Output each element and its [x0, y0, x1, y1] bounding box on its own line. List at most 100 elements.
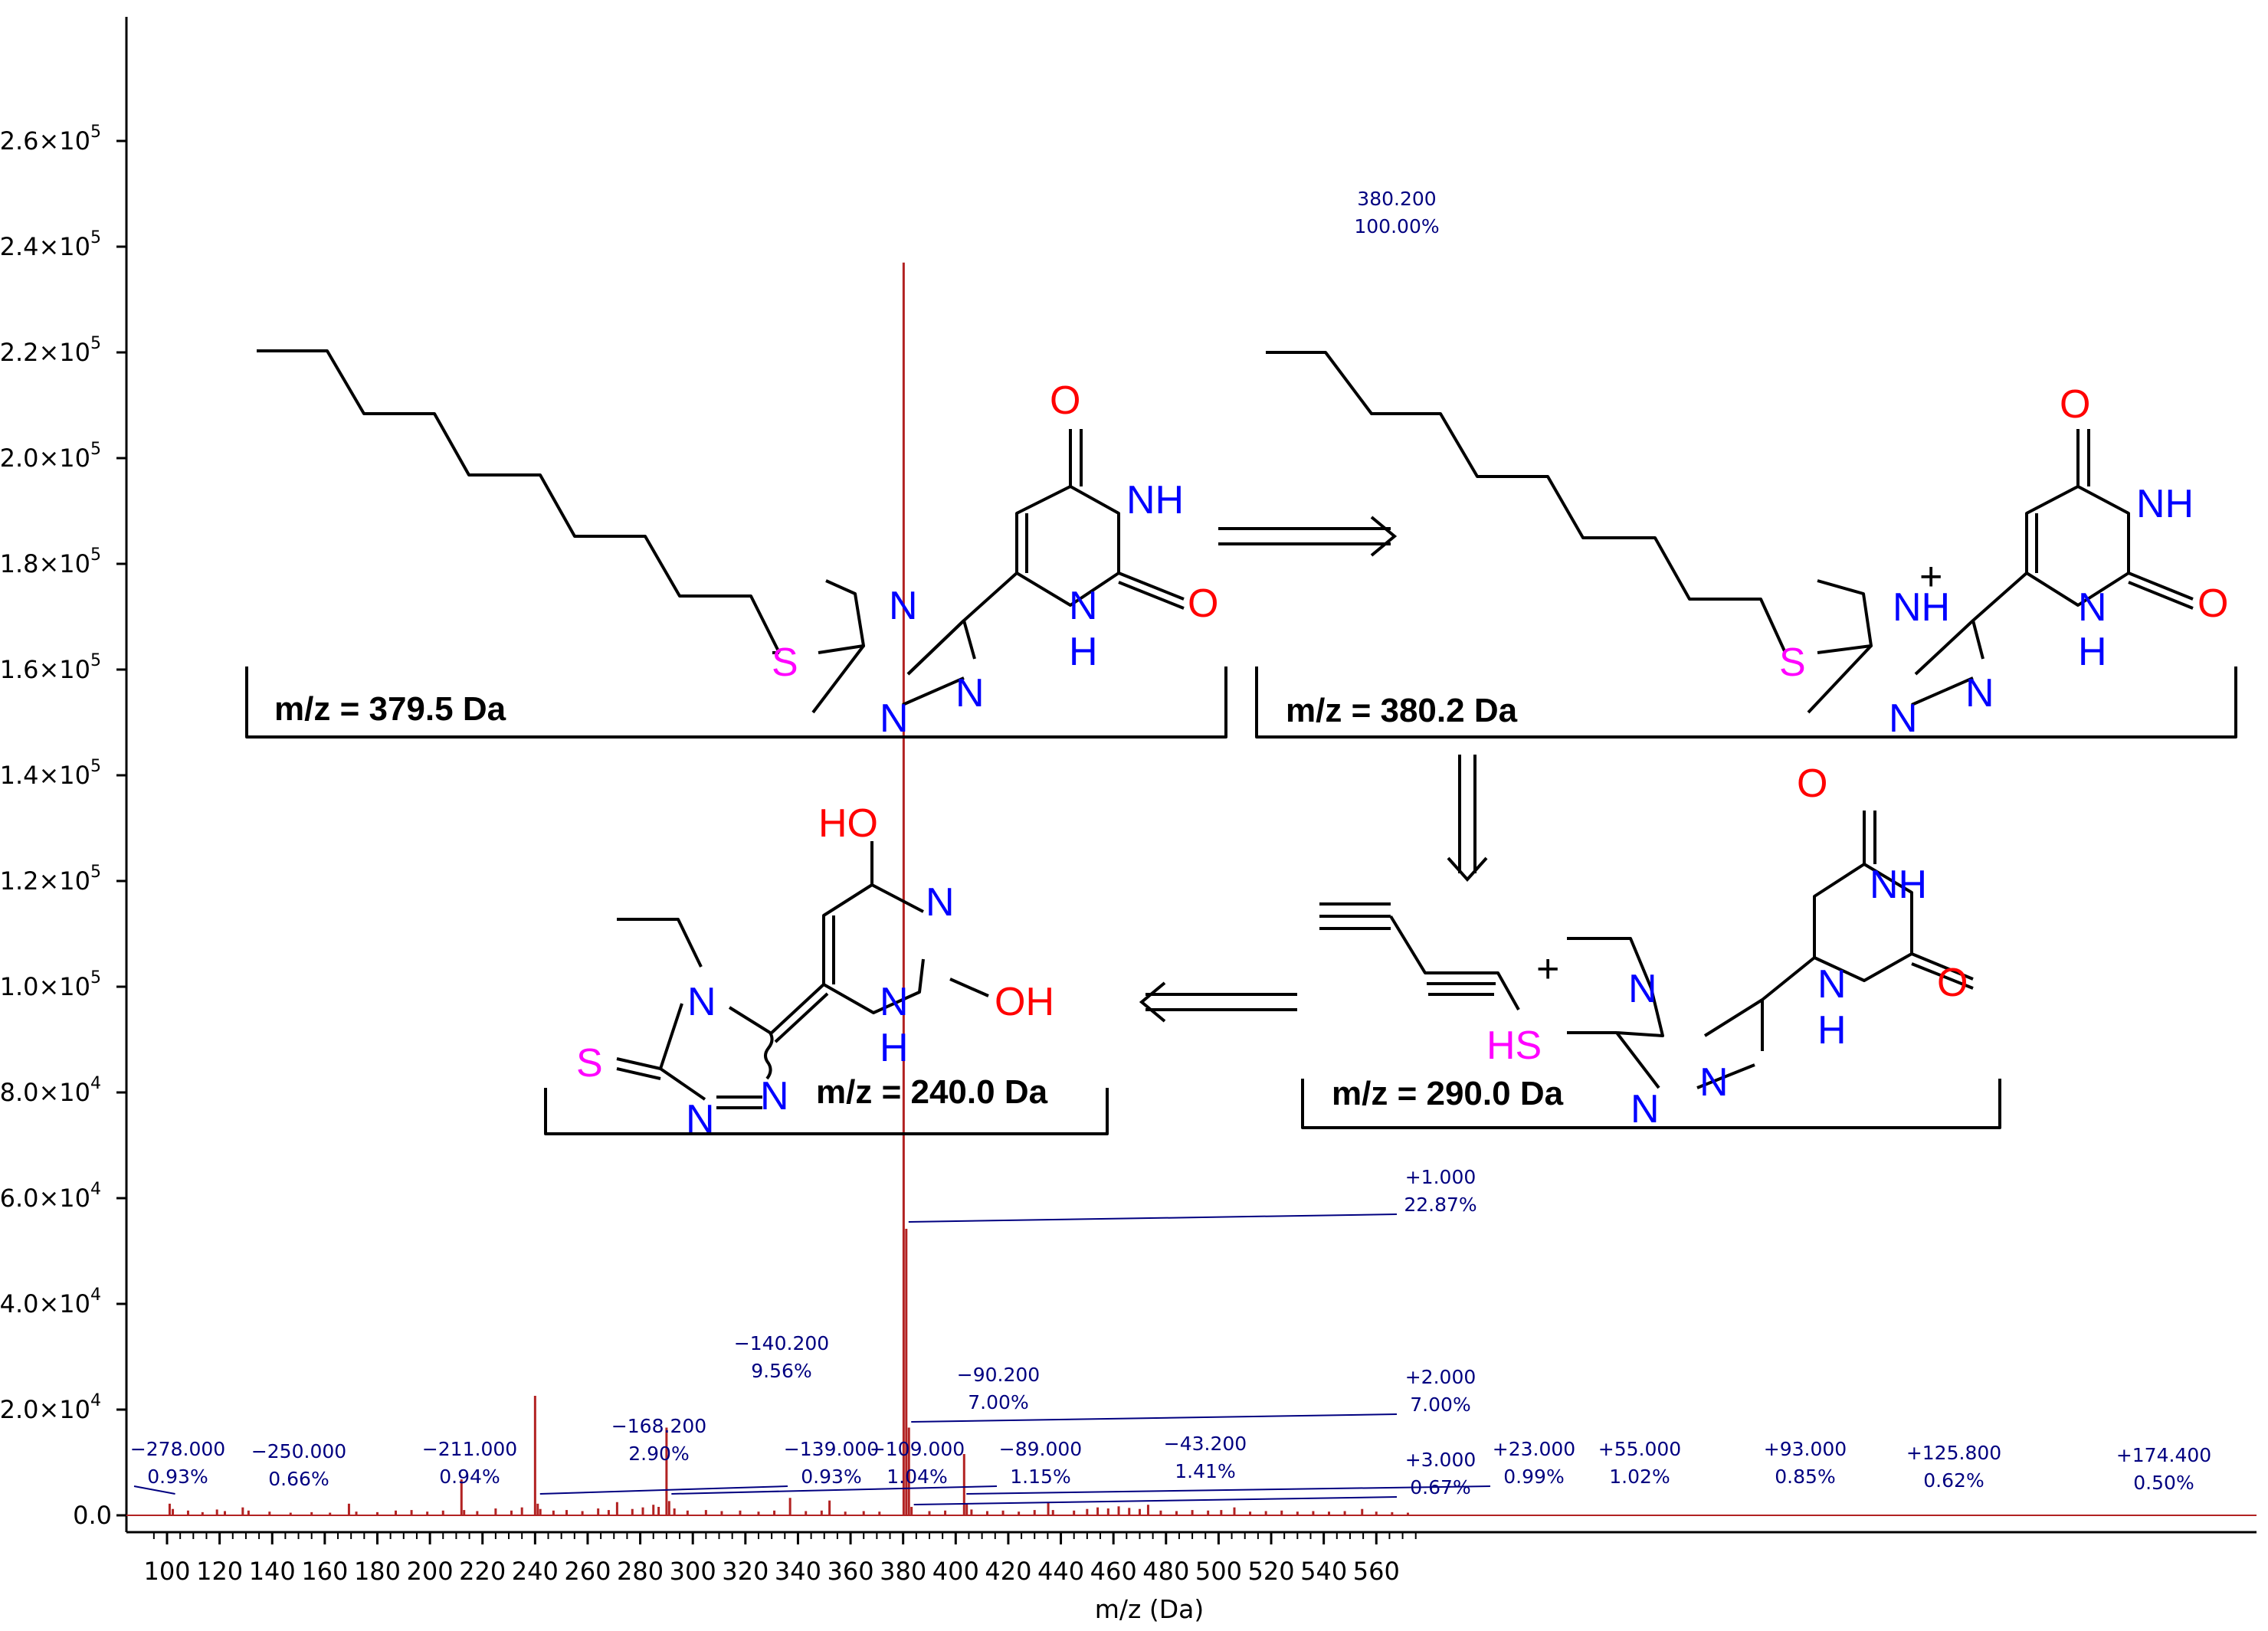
x-tick-label: 420: [985, 1557, 1031, 1586]
atom-n: N: [687, 980, 716, 1024]
peak-label-leader: [671, 1485, 998, 1495]
atom-nh: NH: [2136, 482, 2194, 526]
y-axis-ticks: 0.02.0×1044.0×1046.0×1048.0×1041.0×1051.…: [0, 123, 126, 1530]
atom-o: O: [1797, 761, 1827, 806]
peak-label-leader: [913, 1496, 1398, 1505]
peak-label-pct: 100.00%: [1354, 215, 1439, 237]
atom-s: S: [772, 640, 798, 685]
peak-label-pct: 1.15%: [1010, 1466, 1070, 1488]
peak-label-mz: −139.000: [784, 1438, 879, 1460]
structure-3: HS + N N N O NH O N H m/z = 290.0 Da: [1301, 761, 2001, 1132]
atom-h: H: [1069, 630, 1098, 674]
atom-charge: +: [1536, 947, 1559, 991]
y-tick-label: 2.2×105: [0, 334, 101, 367]
x-tick-label: 520: [1247, 1557, 1294, 1586]
peak-label-mz: −168.200: [611, 1415, 706, 1437]
atom-o: O: [2060, 382, 2090, 427]
atom-n: N: [686, 1097, 715, 1141]
peak-label-mz: −43.200: [1164, 1433, 1247, 1455]
peak-label-mz: +23.000: [1493, 1438, 1575, 1460]
atom-n: N: [955, 671, 985, 716]
peak-label-pct: 7.00%: [1410, 1394, 1470, 1416]
atom-n: N: [880, 696, 909, 741]
x-tick-label: 180: [354, 1557, 401, 1586]
structure-1: S N N N O NH O N H m/z = 379.5 Da: [245, 349, 1227, 741]
x-tick-label: 280: [617, 1557, 664, 1586]
atom-n: N: [880, 980, 909, 1024]
y-tick-label: 2.0×104: [0, 1391, 101, 1424]
peak-label-pct: 1.02%: [1609, 1466, 1670, 1488]
peak-label-mz: +174.400: [2116, 1444, 2211, 1466]
peak-label-pct: 0.94%: [439, 1466, 500, 1488]
peak-label-pct: 0.50%: [2133, 1472, 2194, 1494]
atom-n: N: [1889, 696, 1918, 741]
peak-label-mz: +3.000: [1405, 1449, 1476, 1471]
atom-o: O: [1937, 961, 1968, 1005]
atom-oh: OH: [995, 980, 1054, 1024]
peak-label-mz: −140.200: [734, 1332, 829, 1354]
peak-label-leader: [133, 1485, 175, 1495]
peak-label-mz: −90.200: [957, 1364, 1040, 1386]
peak-label-leader: [911, 1413, 1398, 1423]
atom-n: N: [1069, 584, 1098, 628]
atom-ho: HO: [818, 801, 878, 846]
y-tick-label: 4.0×104: [0, 1285, 101, 1318]
x-tick-label: 400: [932, 1557, 979, 1586]
atom-n: N: [1631, 1087, 1660, 1132]
y-tick-label: 8.0×104: [0, 1074, 101, 1107]
structure-1-mz: m/z = 379.5 Da: [274, 690, 506, 728]
peak-label-mz: −250.000: [251, 1440, 346, 1462]
structure-2-mz: m/z = 380.2 Da: [1286, 692, 1518, 729]
peak-label-pct: 0.93%: [801, 1466, 861, 1488]
peak-label-pct: 1.04%: [887, 1466, 947, 1488]
x-tick-label: 560: [1353, 1557, 1400, 1586]
atom-nh: NH: [1870, 863, 1927, 907]
atom-n: N: [760, 1074, 789, 1118]
atom-nh: NH: [1126, 478, 1184, 522]
x-axis-title: m/z (Da): [1095, 1594, 1204, 1624]
arrow-down: [1447, 755, 1488, 883]
atom-n: N: [1817, 962, 1847, 1007]
y-tick-label: 1.6×105: [0, 651, 101, 684]
peak-label-pct: 9.56%: [751, 1360, 811, 1382]
y-tick-label: 1.2×105: [0, 863, 101, 896]
atom-n: N: [1965, 671, 1994, 716]
atom-h: H: [2078, 630, 2107, 674]
peak-label-pct: 0.85%: [1775, 1466, 1835, 1488]
atom-s: S: [1779, 640, 1806, 685]
axes: [125, 17, 2257, 1534]
x-tick-label: 240: [512, 1557, 559, 1586]
atom-o: O: [2198, 581, 2228, 626]
peak-label-pct: 22.87%: [1404, 1194, 1476, 1216]
x-tick-label: 480: [1142, 1557, 1189, 1586]
peak-label-pct: 0.62%: [1923, 1469, 1984, 1492]
structure-4-mz: m/z = 240.0 Da: [816, 1073, 1048, 1111]
structure-4: S N N N HO N OH N H m/z = 240.0 Da: [544, 801, 1109, 1141]
x-tick-label: 160: [301, 1557, 348, 1586]
atom-o: O: [1188, 581, 1218, 626]
y-tick-label: 2.6×105: [0, 123, 101, 156]
x-tick-label: 140: [249, 1557, 296, 1586]
peak-label-leader: [966, 1485, 1491, 1495]
peak-label-leader: [908, 1213, 1398, 1223]
peak-label-pct: 0.99%: [1503, 1466, 1564, 1488]
atom-n: N: [2078, 585, 2107, 630]
peak-label-mz: −109.000: [870, 1438, 965, 1460]
x-tick-label: 500: [1195, 1557, 1242, 1586]
peak-label-pct: 7.00%: [968, 1391, 1028, 1413]
x-tick-label: 340: [775, 1557, 821, 1586]
peak-label-mz: −211.000: [422, 1438, 517, 1460]
peak-label-pct: 0.66%: [268, 1468, 329, 1490]
atom-charge: +: [1919, 555, 1942, 599]
peak-label-pct: 1.41%: [1175, 1460, 1235, 1482]
y-tick-label: 1.8×105: [0, 545, 101, 578]
peak-label-pct: 0.93%: [147, 1466, 208, 1488]
x-tick-label: 440: [1037, 1557, 1084, 1586]
x-tick-label: 120: [196, 1557, 243, 1586]
y-tick-label: 2.4×105: [0, 228, 101, 261]
atom-h: H: [880, 1026, 909, 1070]
x-tick-label: 300: [670, 1557, 716, 1586]
x-tick-label: 200: [407, 1557, 454, 1586]
peak-label-mz: +55.000: [1598, 1438, 1681, 1460]
